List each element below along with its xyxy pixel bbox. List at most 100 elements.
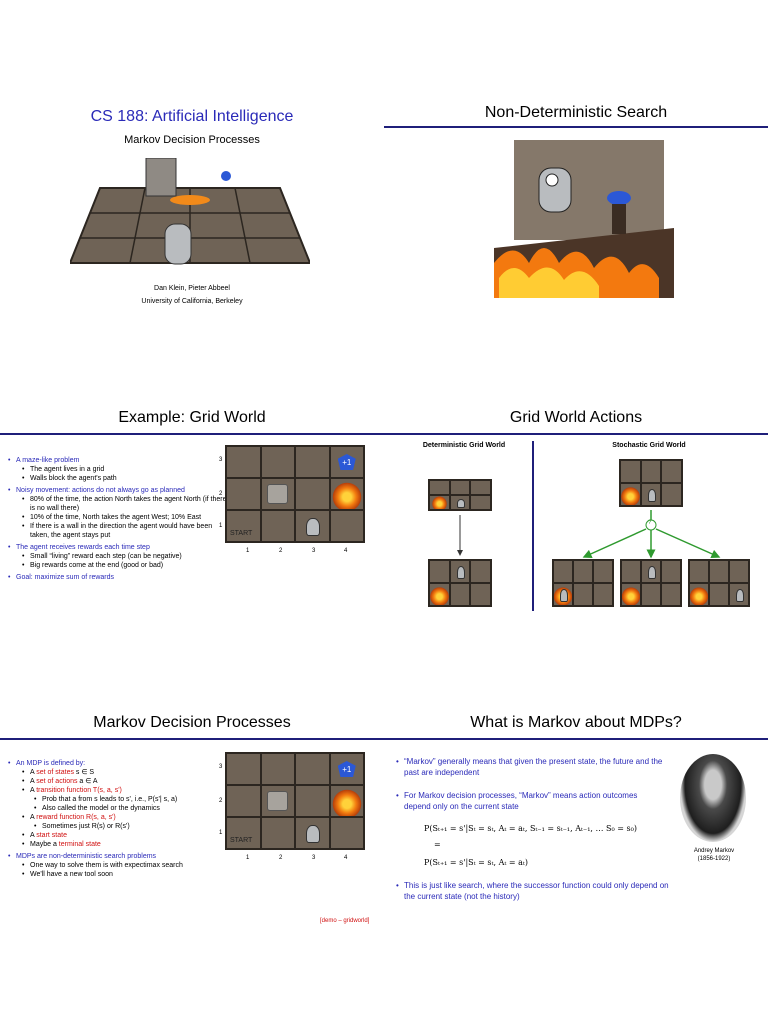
transition-arrows	[457, 510, 721, 559]
grid-cell	[690, 561, 708, 582]
title-rule	[384, 126, 768, 128]
divider	[532, 441, 534, 611]
bullet: For Markov decision processes, “Markov” …	[396, 790, 666, 812]
portrait-name: Andrey Markov	[693, 848, 735, 854]
title-rule	[0, 738, 384, 740]
grid-cell	[227, 479, 260, 509]
robot-icon	[450, 561, 470, 582]
bullet-item: Sometimes just R(s) or R(s')	[34, 822, 218, 831]
bullet: “Markov” generally means that given the …	[396, 756, 666, 778]
robot-icon	[296, 818, 329, 848]
grid-cell	[554, 561, 572, 582]
grid-cell	[471, 584, 490, 605]
start-label: START	[230, 837, 253, 844]
bullet-item: A set of actions a ∈ A	[22, 777, 218, 786]
grid-cell	[471, 481, 490, 494]
bullet-text: A	[30, 832, 37, 839]
grid-cell	[227, 754, 260, 784]
grid-cell	[641, 461, 661, 482]
bullet-item: The agent receives rewards each time ste…	[8, 543, 228, 552]
grid-cell	[296, 786, 329, 816]
grid-cell	[710, 561, 728, 582]
grid-cell	[261, 818, 294, 848]
lecture-subtitle: Markov Decision Processes	[124, 134, 260, 146]
slide-markov: What is Markov about MDPs? “Markov” gene…	[384, 700, 768, 1000]
grid-cell	[227, 447, 260, 477]
grid-cell	[471, 496, 490, 509]
slide-title: CS 188: Artificial Intelligence Markov D…	[0, 80, 384, 380]
bullet: This is just like search, where the succ…	[396, 880, 676, 902]
grid-cell	[261, 754, 294, 784]
robot-icon	[450, 496, 470, 509]
bullet-item: If there is a wall in the direction the …	[22, 522, 228, 540]
start-label: START	[230, 530, 253, 537]
bullet-text: reward function R(s, a, s')	[36, 814, 116, 821]
grid-cell	[574, 561, 592, 582]
bullet-list: This is just like search, where the succ…	[396, 880, 676, 902]
bullet-text: set of states	[36, 769, 74, 776]
grid-cell	[430, 481, 449, 494]
markov-equation-short: P(Sₜ₊₁ = s'|Sₜ = sₜ, Aₜ = aₜ)	[424, 858, 528, 867]
title-rule	[384, 738, 768, 740]
slide-title-text: Example: Grid World	[118, 409, 266, 426]
bullet-text: start state	[36, 832, 67, 839]
bullet-text: a ∈ A	[77, 778, 98, 785]
row-label: 2	[219, 491, 223, 497]
bullet-text: A	[30, 787, 37, 794]
grid-cell	[471, 561, 490, 582]
row-label: 3	[219, 764, 223, 770]
row-label: 1	[219, 830, 223, 836]
bullet-list: A maze-like problemThe agent lives in a …	[8, 453, 228, 582]
bullet-text: s ∈ S	[73, 769, 95, 776]
bullet-text: Prob that a from s leads to s', i.e., P(…	[42, 796, 178, 803]
fire-pit-icon	[554, 584, 572, 605]
robot-icon	[641, 484, 661, 505]
markov-equation-full: P(Sₜ₊₁ = s'|Sₜ = sₜ, Aₜ = aₜ, Sₜ₋₁ = sₜ₋…	[424, 824, 637, 833]
col-label: 4	[344, 855, 348, 861]
bullet-text: Also called the model or the dynamics	[42, 805, 160, 812]
bullet-list: An MDP is defined by:A set of states s ∈…	[8, 756, 218, 879]
demo-link[interactable]: [demo – gridworld]	[320, 918, 370, 924]
title-rule	[384, 433, 768, 435]
bullet-item: 10% of the time, North takes the agent W…	[22, 513, 228, 522]
slide-mdp: Markov Decision Processes An MDP is defi…	[0, 700, 384, 1000]
grid-cell	[296, 447, 329, 477]
bullet-text: A	[30, 778, 37, 785]
grid-cell	[594, 561, 612, 582]
fire-pit-icon	[430, 584, 449, 605]
robot-icon	[296, 511, 329, 541]
bullet-text: set of actions	[36, 778, 78, 785]
grid-cell	[261, 511, 294, 541]
bullet-item: Noisy movement: actions do not always go…	[8, 486, 228, 495]
grid-cell	[662, 584, 680, 605]
bullet-item: A start state	[22, 831, 218, 840]
bullet-item: One way to solve them is with expectimax…	[22, 861, 218, 870]
bullet-item: Big rewards come at the end (good or bad…	[22, 561, 228, 570]
bullet-item: Walls block the agent's path	[22, 474, 228, 483]
fire-pit-icon	[622, 584, 640, 605]
grid-world: START	[225, 445, 365, 543]
bullet-item: A set of states s ∈ S	[22, 768, 218, 777]
bullet-item: Maybe a terminal state	[22, 840, 218, 849]
grid-cell	[710, 584, 728, 605]
wall-block	[261, 786, 294, 816]
bullet-text: One way to solve them is with expectimax…	[30, 862, 183, 869]
bullet-item: A transition function T(s, a, s')	[22, 786, 218, 795]
slide-title-text: What is Markov about MDPs?	[470, 714, 682, 731]
grid-cell	[330, 818, 363, 848]
slide-title-text: Non-Deterministic Search	[484, 104, 668, 121]
grid-cell	[450, 481, 470, 494]
markov-portrait	[680, 754, 746, 842]
grid-cell	[430, 561, 449, 582]
grid-cell	[450, 584, 470, 605]
course-title: CS 188: Artificial Intelligence	[90, 108, 294, 125]
bullet-text: terminal state	[58, 841, 101, 848]
title-rule	[0, 433, 384, 435]
mini-grid	[428, 559, 492, 607]
slide-gridworld-example: Example: Grid World A maze-like problemT…	[0, 395, 384, 695]
bullet-text: A	[30, 814, 37, 821]
diamond-reward-icon	[330, 754, 363, 784]
portrait-years: (1856-1922)	[697, 856, 731, 862]
start-cell: START	[227, 511, 260, 541]
mini-grid	[619, 459, 683, 507]
